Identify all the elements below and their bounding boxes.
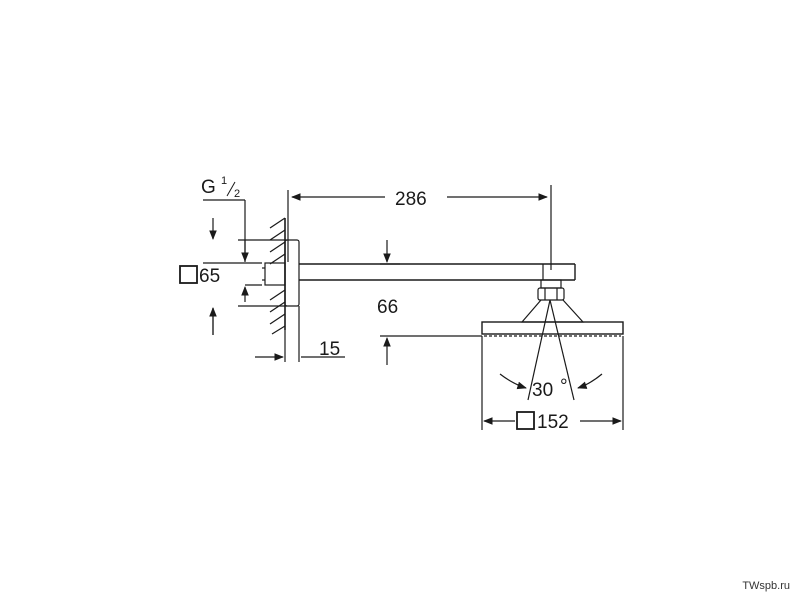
wall [269,217,286,335]
shower-arm [299,263,576,281]
dim-thread [203,199,262,264]
wall-flange [284,239,300,307]
fraction-bar [226,181,236,197]
label-thread-den: 2 [234,188,240,200]
thread-fitting [262,262,286,286]
label-spray-angle: 30 [532,380,553,401]
label-head-size: 152 [537,412,569,433]
dim-arm-length [287,190,548,262]
dim-flange [209,239,287,335]
label-depth: 15 [319,339,340,360]
watermark: TWspb.ru [742,580,790,592]
ball-joint [537,279,565,301]
square-symbol-icon [179,265,198,284]
square-symbol-icon [516,411,535,430]
label-angle-unit: ° [560,376,568,397]
label-flange-size: 65 [199,266,220,287]
label-thread-letter: G [201,177,216,198]
label-thread-num: 1 [221,175,227,187]
label-arm-length: 286 [395,189,427,210]
dim-head [481,336,624,430]
dim-spray-angle [499,299,603,401]
dim-depth [255,306,345,362]
dim-drop [380,240,482,365]
label-drop: 66 [377,297,398,318]
shower-head [481,299,624,337]
